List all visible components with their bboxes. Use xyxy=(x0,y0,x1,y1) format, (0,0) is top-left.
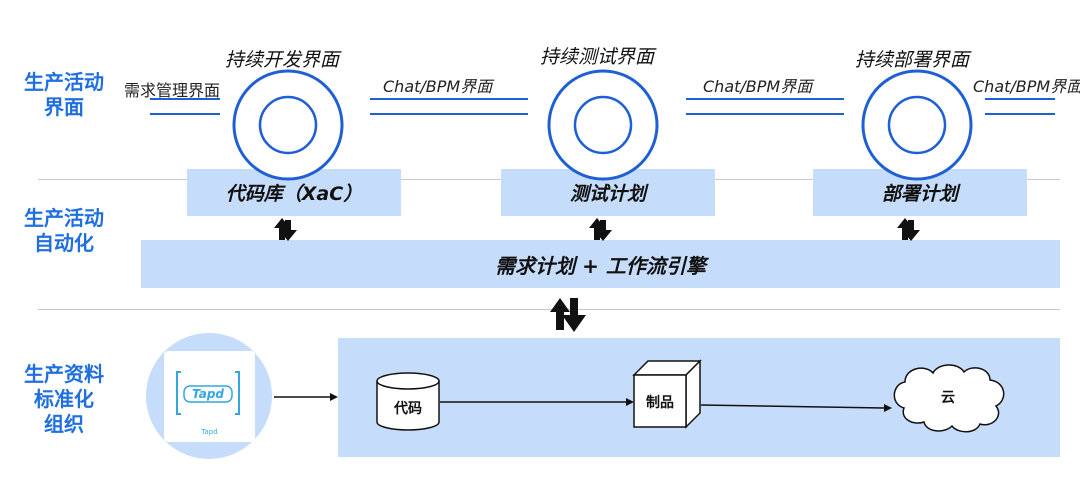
artifact-cube-icon xyxy=(632,359,702,429)
stage-title-dev: 持续开发界面 xyxy=(225,49,340,71)
connector-rule-right-1 xyxy=(985,98,1055,100)
tapd-caption: Tapd xyxy=(201,428,218,436)
connector-rule-left-1 xyxy=(150,98,220,100)
cloud-icon xyxy=(893,364,1005,433)
bidirectional-arrow-icon xyxy=(589,218,612,241)
connector-label-chat-3: Chat/BPM界面 xyxy=(973,77,1080,96)
connector-rule-mid1-1 xyxy=(370,98,528,100)
ring-deploy-icon xyxy=(861,69,973,181)
connector-rule-right-2 xyxy=(985,113,1055,115)
connector-label-chat-2: Chat/BPM界面 xyxy=(703,77,813,96)
connector-rule-left-2 xyxy=(150,113,220,115)
separator-bottom xyxy=(38,309,1060,310)
connector-rule-mid1-2 xyxy=(370,113,528,115)
connector-label-req-mgmt: 需求管理界面 xyxy=(124,81,221,100)
connector-label-chat-1: Chat/BPM界面 xyxy=(383,77,493,96)
code-to-artifact-arrow xyxy=(440,398,634,406)
stage-box-test-plan: 测试计划 xyxy=(501,169,715,216)
connector-rule-mid2-2 xyxy=(686,113,844,115)
code-label: 代码 xyxy=(394,401,422,417)
ring-test-icon xyxy=(547,69,659,181)
artifact-label: 制品 xyxy=(646,395,674,411)
tapd-to-code-arrow xyxy=(274,393,338,401)
engine-bar: 需求计划 + 工作流引擎 xyxy=(141,240,1060,288)
row-label-materials: 生产资料 标准化 组织 xyxy=(24,362,104,436)
code-repo-cylinder-icon xyxy=(376,372,440,431)
bidirectional-arrow-icon xyxy=(274,218,297,241)
tapd-logo-icon xyxy=(176,371,240,415)
artifact-to-cloud-arrow xyxy=(700,404,892,412)
large-bidirectional-arrow-icon xyxy=(550,298,586,332)
connector-rule-mid2-1 xyxy=(686,98,844,100)
ring-dev-icon xyxy=(232,69,344,181)
stage-title-deploy: 持续部署界面 xyxy=(855,49,970,71)
row-label-automation: 生产活动 自动化 xyxy=(24,206,104,255)
tapd-logo-text: Tapd xyxy=(191,387,225,401)
bidirectional-arrow-icon xyxy=(897,218,920,241)
row-label-activity-ui: 生产活动 界面 xyxy=(24,70,104,119)
cloud-label: 云 xyxy=(941,390,955,406)
stage-title-test: 持续测试界面 xyxy=(540,46,655,68)
